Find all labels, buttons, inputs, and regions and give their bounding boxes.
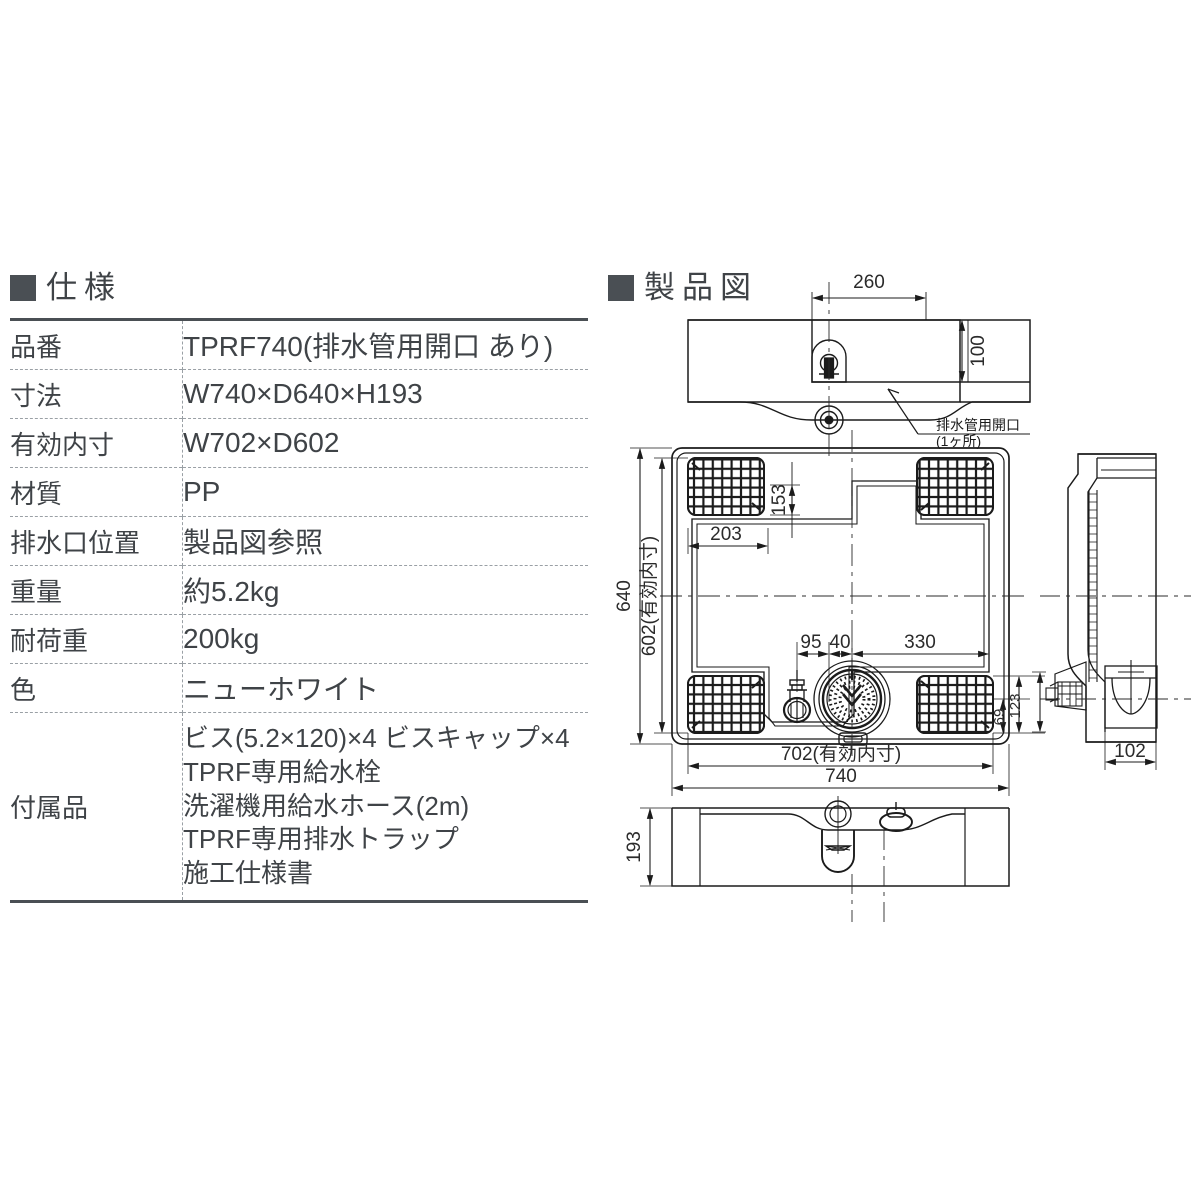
spec-value: ニューホワイト xyxy=(183,674,380,705)
grid-pad-bottom-right xyxy=(916,675,994,734)
spec-label: 色 xyxy=(10,663,183,713)
spec-label: 付属品 xyxy=(10,712,183,902)
grid-pad-top-right xyxy=(916,457,994,516)
dim-pad-offset-x: 203 xyxy=(710,524,742,545)
dim-rear-width: 260 xyxy=(853,272,885,293)
spec-value-accessories: ビス(5.2×120)×4 ビスキャップ×4 TPRF専用給水栓 洗濯機用給水ホ… xyxy=(183,713,589,902)
accessory-line: TPRF専用排水トラップ xyxy=(183,824,459,855)
spec-value: 約5.2kg xyxy=(183,576,280,607)
spec-label: 寸法 xyxy=(10,369,183,419)
spec-value: 200kg xyxy=(183,623,260,654)
product-drawing: 260 100 排水管用開口 (1ヶ所) 640 602(有効内寸) 153 2… xyxy=(600,262,1191,922)
spec-label: 品番 xyxy=(10,319,183,370)
spec-table: 品番 TPRF740(排水管用開口 あり) 寸法 W740×D640×H193 … xyxy=(10,318,588,903)
table-row: 排水口位置 製品図参照 xyxy=(10,516,588,566)
drawing-section-heading: 製品図 xyxy=(608,272,758,303)
accessory-line: ビス(5.2×120)×4 ビスキャップ×4 xyxy=(183,723,570,753)
dim-side-depth: 102 xyxy=(1114,741,1146,762)
spec-label: 耐荷重 xyxy=(10,614,183,664)
drawing-heading-label: 製品図 xyxy=(644,270,758,305)
spec-value: PP xyxy=(183,476,221,507)
dim-plan-inner-width: 702(有効内寸) xyxy=(781,743,901,765)
square-marker-icon xyxy=(10,274,36,301)
spec-value: 製品図参照 xyxy=(183,527,324,558)
spec-label: 重量 xyxy=(10,565,183,615)
accessory-line: 洗濯機用給水ホース(2m) xyxy=(183,790,470,821)
spec-label: 排水口位置 xyxy=(10,516,183,566)
dim-pad-offset-y: 153 xyxy=(769,484,790,516)
front-fitting xyxy=(838,732,868,746)
dim-drain-c: 330 xyxy=(904,632,936,653)
dim-plan-outer-width: 740 xyxy=(825,766,857,787)
dim-plan-inner-depth: 602(有効内寸) xyxy=(638,536,660,656)
spec-label: 有効内寸 xyxy=(10,418,183,468)
table-row: 有効内寸 W702×D602 xyxy=(10,418,588,468)
table-row: 重量 約5.2kg xyxy=(10,565,588,615)
spec-section-heading: 仕様 xyxy=(10,272,122,303)
spec-label: 材質 xyxy=(10,467,183,517)
callout-drain-opening: 排水管用開口 xyxy=(936,417,1020,433)
dim-drain-a: 95 xyxy=(800,632,821,653)
water-faucet xyxy=(782,670,812,724)
grid-pad-top-left xyxy=(687,457,765,516)
spec-value: W740×D640×H193 xyxy=(183,378,423,409)
front-elevation-view xyxy=(640,796,1010,922)
dim-front-height: 193 xyxy=(624,831,645,863)
accessory-line: 施工仕様書 xyxy=(183,858,314,889)
dim-plan-outer-depth: 640 xyxy=(614,580,635,612)
accessory-line: TPRF専用給水栓 xyxy=(183,756,381,787)
table-row: 耐荷重 200kg xyxy=(10,614,588,664)
dim-side-small: 69 xyxy=(991,709,1008,726)
grid-pad-bottom-left xyxy=(687,675,765,734)
spec-value: TPRF740(排水管用開口 あり) xyxy=(183,331,554,362)
side-section-view xyxy=(1032,453,1191,770)
spec-value: W702×D602 xyxy=(183,427,340,458)
table-row: 寸法 W740×D640×H193 xyxy=(10,369,588,419)
spec-heading-label: 仕様 xyxy=(46,270,122,305)
callout-drain-opening-qty: (1ヶ所) xyxy=(936,433,981,449)
table-row-accessories: 付属品 ビス(5.2×120)×4 ビスキャップ×4 TPRF専用給水栓 洗濯機… xyxy=(10,712,589,902)
dim-drain-b: 40 xyxy=(829,632,850,653)
table-row: 材質 PP xyxy=(10,467,588,517)
dim-rear-height: 100 xyxy=(968,335,989,367)
table-row: 色 ニューホワイト xyxy=(10,663,588,713)
plan-view xyxy=(630,282,1045,796)
dim-side-large: 123 xyxy=(1007,693,1024,718)
table-row: 品番 TPRF740(排水管用開口 あり) xyxy=(10,319,588,370)
square-marker-icon xyxy=(608,274,634,301)
